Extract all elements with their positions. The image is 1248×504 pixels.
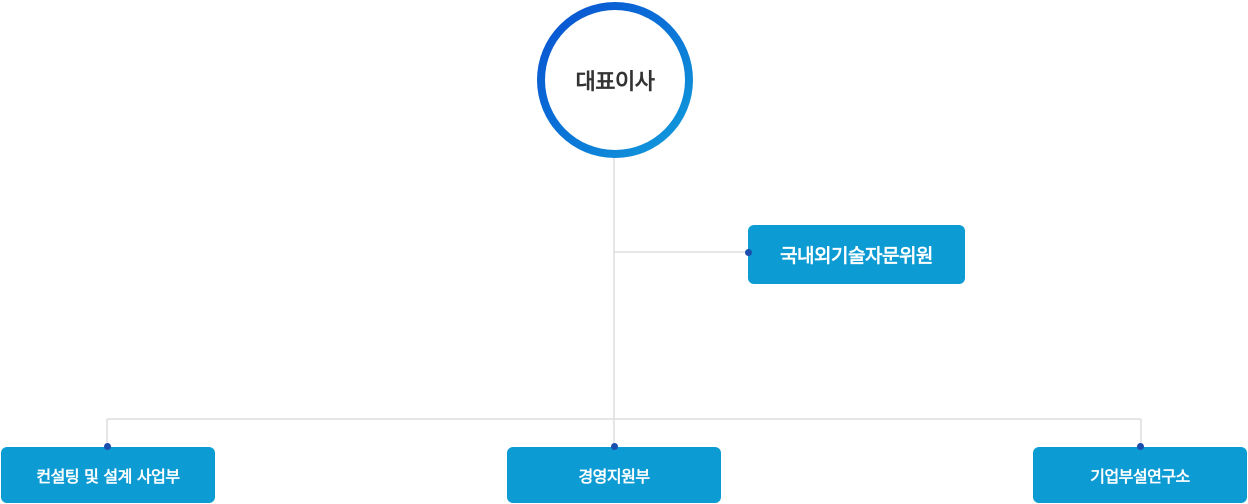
ceo-node-inner: 대표이사 xyxy=(545,10,685,150)
consulting-design-division-label: 컨설팅 및 설계 사업부 xyxy=(36,467,180,486)
consulting-connector-dot xyxy=(104,443,111,450)
advisory-connector-dot xyxy=(745,249,752,256)
management-support-label: 경영지원부 xyxy=(578,467,650,486)
research-lab-box: 기업부설연구소 xyxy=(1033,447,1247,503)
advisory-committee-box: 국내외기술자문위원 xyxy=(748,225,965,284)
ceo-node: 대표이사 xyxy=(537,2,693,158)
lab-connector-dot xyxy=(1137,443,1144,450)
consulting-design-division-box: 컨설팅 및 설계 사업부 xyxy=(1,447,215,503)
management-support-box: 경영지원부 xyxy=(507,447,721,503)
ceo-label: 대표이사 xyxy=(575,70,655,95)
management-connector-dot xyxy=(611,443,618,450)
research-lab-label: 기업부설연구소 xyxy=(1090,467,1190,486)
advisory-committee-label: 국내외기술자문위원 xyxy=(780,245,933,267)
